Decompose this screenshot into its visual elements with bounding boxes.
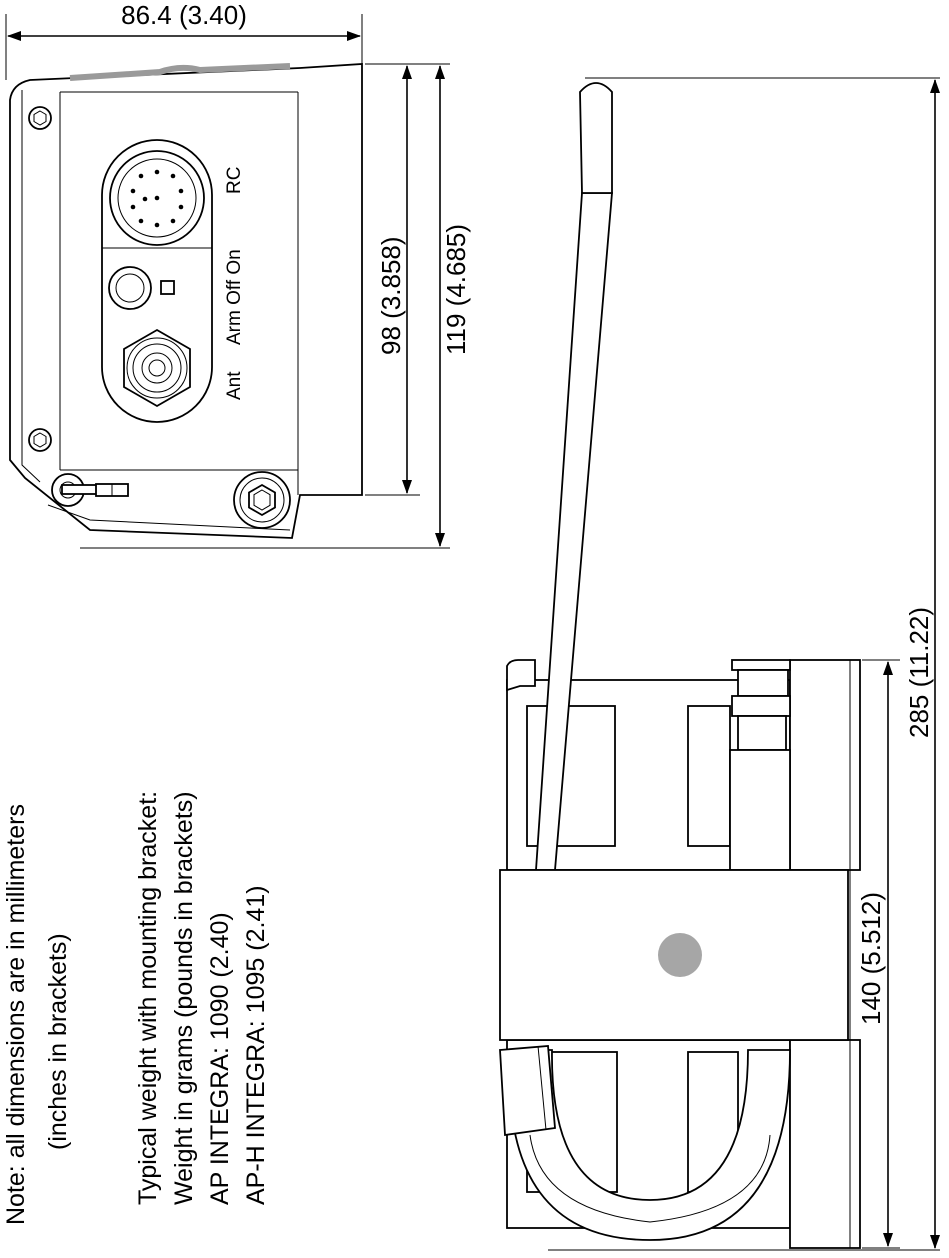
bolt-icon — [233, 471, 291, 529]
note-line-2: (inches in brackets) — [44, 933, 72, 1150]
dim-total-length-label: 285 (11.22) — [904, 607, 934, 738]
dim-outer-height-label: 119 (4.685) — [441, 224, 471, 355]
dim-inner-height: 98 (3.858) — [365, 63, 420, 496]
bracket-marker — [658, 933, 702, 977]
latch-icon — [51, 473, 129, 507]
weight-line-4: AP-H INTEGRA: 1095 (2.41) — [242, 885, 270, 1205]
notes-block: Note: all dimensions are in millimeters … — [2, 804, 72, 1225]
weights-block: Typical weight with mounting bracket: We… — [134, 791, 270, 1205]
mount-block-bottom — [789, 1039, 861, 1249]
ant-label: Ant — [224, 371, 245, 400]
note-line-1: Note: all dimensions are in millimeters — [2, 804, 30, 1225]
dim-inner-height-label: 98 (3.858) — [376, 236, 406, 355]
rc-label: RC — [224, 167, 245, 194]
weight-line-2: Weight in grams (pounds in brackets) — [170, 791, 198, 1205]
screw-bottom-icon — [28, 428, 52, 452]
dim-body-length: 140 (5.512) — [856, 659, 900, 1249]
dim-outer-height: 119 (4.685) — [80, 63, 471, 549]
dim-body-length-label: 140 (5.512) — [856, 892, 886, 1025]
weight-line-3: AP INTEGRA: 1090 (2.40) — [206, 912, 234, 1205]
weight-line-1: Typical weight with mounting bracket: — [134, 791, 162, 1205]
dim-width-label: 86.4 (3.40) — [121, 0, 247, 30]
dim-total-length: 285 (11.22) — [548, 77, 940, 1251]
side-view — [499, 82, 861, 1249]
screw-top-icon — [28, 106, 52, 130]
antenna-connector-icon — [123, 328, 191, 408]
arm-switch-icon — [108, 266, 175, 310]
rc-connector-icon — [109, 150, 205, 246]
top-seam — [69, 63, 291, 81]
cable-loop-icon — [499, 1045, 791, 1241]
end-view: RC Arm Off On Ant — [9, 63, 363, 539]
mount-block-top — [789, 659, 861, 871]
dim-width: 86.4 (3.40) — [5, 0, 363, 80]
switch-label: Arm Off On — [224, 249, 245, 345]
